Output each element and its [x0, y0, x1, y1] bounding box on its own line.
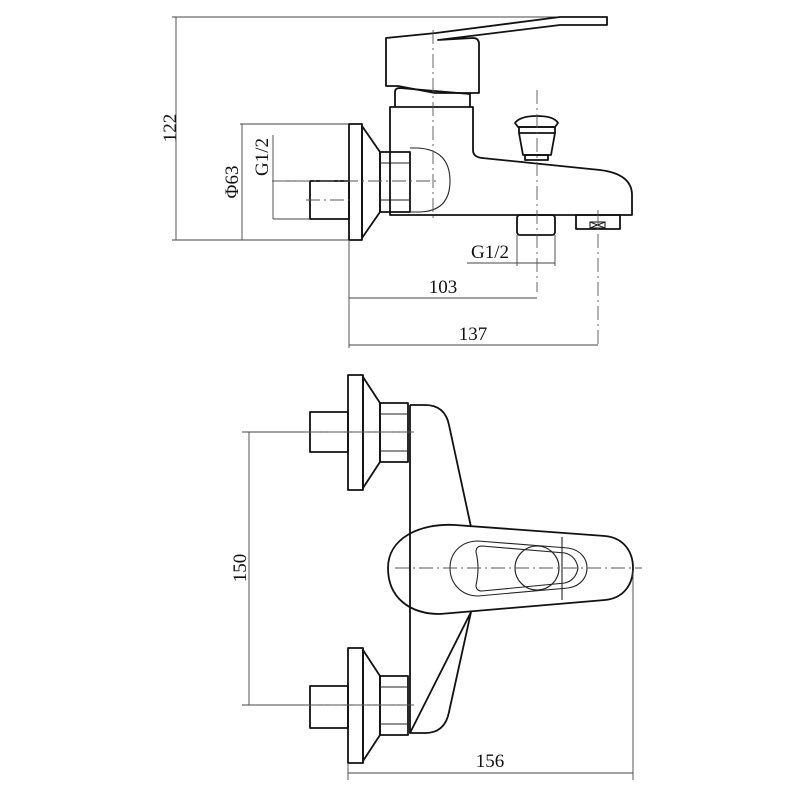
- mixer-body-top: [409, 404, 472, 734]
- top-view: 150 156: [230, 374, 642, 780]
- dimension-122: 122: [160, 16, 608, 241]
- spout-length-label: 137: [459, 324, 488, 345]
- dimension-103: 103: [349, 277, 537, 299]
- outlet-thread-label: G1/2: [471, 242, 509, 263]
- outlet-distance-label: 103: [429, 277, 458, 298]
- side-view: 122 Φ63 G1/2: [160, 16, 633, 348]
- mixer-body: [389, 106, 633, 216]
- overall-width-label: 156: [476, 751, 505, 772]
- inlet-spacing-label: 150: [230, 554, 251, 583]
- handle-slot-inner: [475, 545, 579, 592]
- height-dim-label: 122: [160, 114, 181, 143]
- wall-flange: [348, 123, 363, 241]
- union-nut: [379, 151, 411, 213]
- inlet-thread-label: G1/2: [252, 138, 273, 176]
- flange-cone: [361, 125, 381, 239]
- dimension-137: 137: [349, 324, 598, 346]
- dimension-156: 156: [347, 570, 634, 780]
- handle-base: [394, 87, 471, 107]
- dimension-phi63: Φ63: [222, 123, 350, 240]
- dimension-150: 150: [230, 431, 414, 706]
- lever-handle: [385, 16, 608, 94]
- lower-inlet: [309, 647, 409, 764]
- body-curve-detail: [410, 147, 451, 213]
- upper-inlet: [309, 374, 409, 491]
- lever-handle-top: [387, 523, 634, 615]
- dimension-inlet-thread: G1/2: [252, 135, 310, 220]
- dimension-outlet-thread: G1/2: [467, 235, 556, 266]
- diverter-knob: [514, 115, 559, 161]
- outlet-connector: [516, 214, 556, 236]
- flange-diameter-label: Φ63: [222, 166, 243, 199]
